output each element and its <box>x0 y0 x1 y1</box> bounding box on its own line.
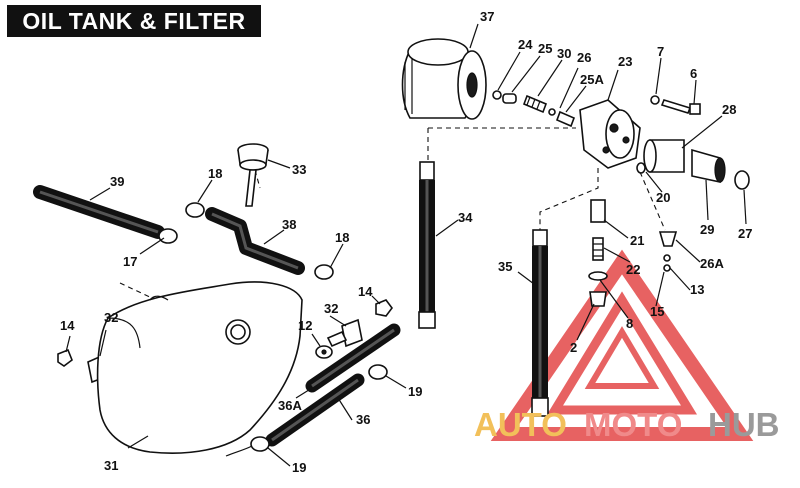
watermark-word-auto: AUTO <box>474 406 567 443</box>
oil-tank <box>96 281 303 457</box>
thermostat-assembly <box>636 139 750 190</box>
watermark-word-hub: HUB <box>708 406 780 443</box>
hose-clamps <box>158 202 334 280</box>
callout-7: 7 <box>657 44 664 59</box>
oil-filter <box>401 38 487 120</box>
callout-22: 22 <box>626 262 640 277</box>
callout-14-left: 14 <box>60 318 75 333</box>
callout-20: 20 <box>656 190 670 205</box>
watermark-text: AUTO MOTO HUB <box>474 406 780 443</box>
callout-30: 30 <box>557 46 571 61</box>
callout-24: 24 <box>518 37 533 52</box>
callout-26a: 26A <box>700 256 724 271</box>
callout-leaders <box>65 23 747 467</box>
callout-2: 2 <box>570 340 577 355</box>
adapter-bolt <box>650 95 701 115</box>
callout-15: 15 <box>650 304 664 319</box>
callout-37: 37 <box>480 9 494 24</box>
watermark-triangle-outer <box>490 249 754 441</box>
callout-32-right: 32 <box>324 301 338 316</box>
dipstick <box>237 143 269 207</box>
callout-29: 29 <box>700 222 714 237</box>
callout-28: 28 <box>722 102 736 117</box>
hose-34 <box>418 161 436 329</box>
callout-38: 38 <box>282 217 296 232</box>
callout-12: 12 <box>298 318 312 333</box>
callout-labels: 37 24 25 30 26 25A 23 7 6 28 33 39 18 38… <box>60 9 752 475</box>
callout-25a: 25A <box>580 72 604 87</box>
callout-31: 31 <box>104 458 118 473</box>
callout-17: 17 <box>123 254 137 269</box>
callout-33: 33 <box>292 162 306 177</box>
callout-13: 13 <box>690 282 704 297</box>
callout-23: 23 <box>618 54 632 69</box>
hose-39 <box>33 185 165 239</box>
tank-fittings-right <box>315 299 393 359</box>
callout-26: 26 <box>577 50 591 65</box>
hose-36 <box>265 323 401 447</box>
callout-35: 35 <box>498 259 512 274</box>
callout-27: 27 <box>738 226 752 241</box>
callout-6: 6 <box>690 66 697 81</box>
relief-valve-parts <box>492 90 576 128</box>
callout-8: 8 <box>626 316 633 331</box>
watermark-logo <box>490 249 754 441</box>
watermark-triangle-core <box>584 326 660 389</box>
callout-25: 25 <box>538 41 552 56</box>
callout-19-right: 19 <box>408 384 422 399</box>
callout-18-right: 18 <box>335 230 349 245</box>
callout-36a: 36A <box>278 398 302 413</box>
hose-38 <box>205 207 305 275</box>
diagram-title: OIL TANK & FILTER <box>7 5 261 37</box>
callout-34: 34 <box>458 210 473 225</box>
hose-35 <box>531 229 549 417</box>
callout-14-right: 14 <box>358 284 373 299</box>
callout-19-bottom: 19 <box>292 460 306 475</box>
callout-18-top: 18 <box>208 166 222 181</box>
watermark-word-moto: MOTO <box>584 406 682 443</box>
fitting-26a <box>658 231 678 272</box>
callout-21: 21 <box>630 233 644 248</box>
drain-fittings <box>588 199 608 307</box>
filter-adapter <box>579 99 641 169</box>
callout-36: 36 <box>356 412 370 427</box>
callout-32-left: 32 <box>104 310 118 325</box>
callout-39: 39 <box>110 174 124 189</box>
hose-clamps-19 <box>250 364 388 452</box>
watermark-triangle-inner <box>546 291 698 415</box>
